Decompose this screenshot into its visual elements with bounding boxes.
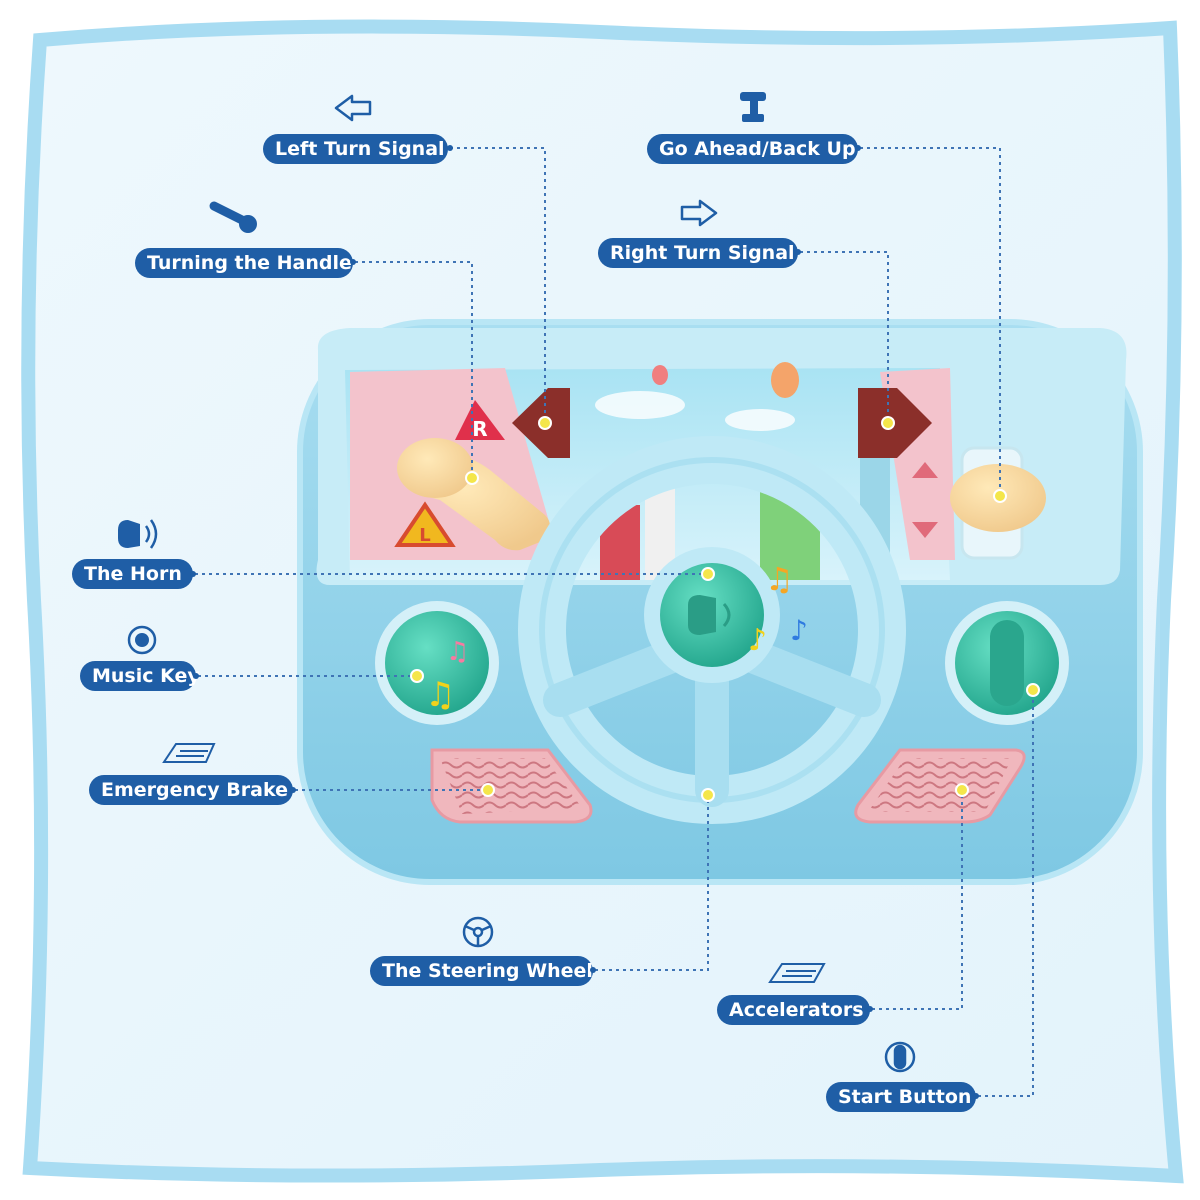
indicator-dots: [410, 416, 1040, 802]
accelerators-label: Accelerators: [717, 995, 870, 1025]
r-sign: [455, 400, 505, 440]
right-arrow-outline-icon: [680, 199, 718, 227]
indicator-dot: [465, 471, 479, 485]
gear-lever-icon: [740, 92, 766, 122]
horn-sound-icon: [118, 519, 158, 549]
music-key-label: Music Key: [80, 661, 200, 691]
handle-lever-icon: [209, 201, 257, 233]
brake-pedal-texture: [440, 758, 582, 814]
leader-dot: [855, 145, 861, 151]
music-note-icon: ♪: [748, 623, 767, 658]
indicator-dot: [993, 489, 1007, 503]
turning-handle-knob: [397, 438, 473, 498]
go-ahead-back-up-label: Go Ahead/Back Up: [647, 134, 858, 164]
leader-go-ahead-back-up: [860, 147, 1001, 496]
balloon: [771, 362, 799, 398]
gear-up-marker: [912, 462, 938, 478]
indicator-dot: [1026, 683, 1040, 697]
left-turn-signal-label: Left Turn Signal: [263, 134, 448, 164]
leader-the-steering-wheel: [595, 795, 709, 971]
music-key-button: [385, 611, 489, 715]
the-horn-label: The Horn: [72, 559, 193, 589]
turning-the-handle-label: Turning the Handle: [135, 248, 353, 278]
start-knob-icon: [884, 1041, 916, 1073]
leader-dot: [867, 1006, 873, 1012]
indicator-dot: [538, 416, 552, 430]
horn-wave-glyph: [722, 602, 731, 628]
pedal-outline-icon: [768, 963, 826, 983]
leader-dot: [973, 1093, 979, 1099]
leader-lines: [195, 147, 1034, 1097]
leader-dot: [193, 673, 199, 679]
leader-dot: [590, 967, 596, 973]
indicator-dot: [410, 669, 424, 683]
music-note-icon: ♫: [765, 560, 794, 598]
music-note-icon: ♫: [425, 675, 455, 715]
left-arrow-outline-icon: [334, 94, 372, 122]
accelerator-pedal-texture: [868, 758, 1012, 812]
cloud: [595, 391, 685, 419]
emergency-brake-label: Emergency Brake: [89, 775, 293, 805]
l-sign-letter: L: [419, 525, 430, 546]
horn-speaker-glyph: [688, 595, 716, 635]
indicator-dot: [701, 567, 715, 581]
leader-dot: [447, 145, 453, 151]
l-sign: [394, 501, 456, 547]
cloud: [725, 409, 795, 431]
steering-wheel-icon: [462, 916, 494, 948]
right-turn-signal-label: Right Turn Signal: [598, 238, 798, 268]
gear-down-marker: [912, 522, 938, 538]
leader-dot: [350, 259, 356, 265]
music-note-icon: ♫: [446, 637, 469, 667]
music-key-circle-icon: [127, 625, 157, 655]
the-steering-wheel-label: The Steering Wheel: [370, 956, 593, 986]
start-button-label: Start Button: [826, 1082, 976, 1112]
indicator-dot: [955, 783, 969, 797]
leader-dot: [290, 787, 296, 793]
leader-accelerators: [872, 790, 963, 1010]
indicator-dot: [881, 416, 895, 430]
indicator-dot: [481, 783, 495, 797]
balloon: [652, 365, 668, 385]
music-note-icon: ♪: [790, 614, 808, 647]
start-knob-grip: [990, 620, 1024, 706]
indicator-dot: [701, 788, 715, 802]
pedal-outline-icon: [162, 743, 216, 763]
leader-turning-the-handle: [355, 261, 473, 478]
leader-right-turn-signal: [800, 251, 889, 423]
leader-dot: [190, 571, 196, 577]
leader-dot: [795, 249, 801, 255]
r-sign-letter: R: [472, 417, 487, 441]
